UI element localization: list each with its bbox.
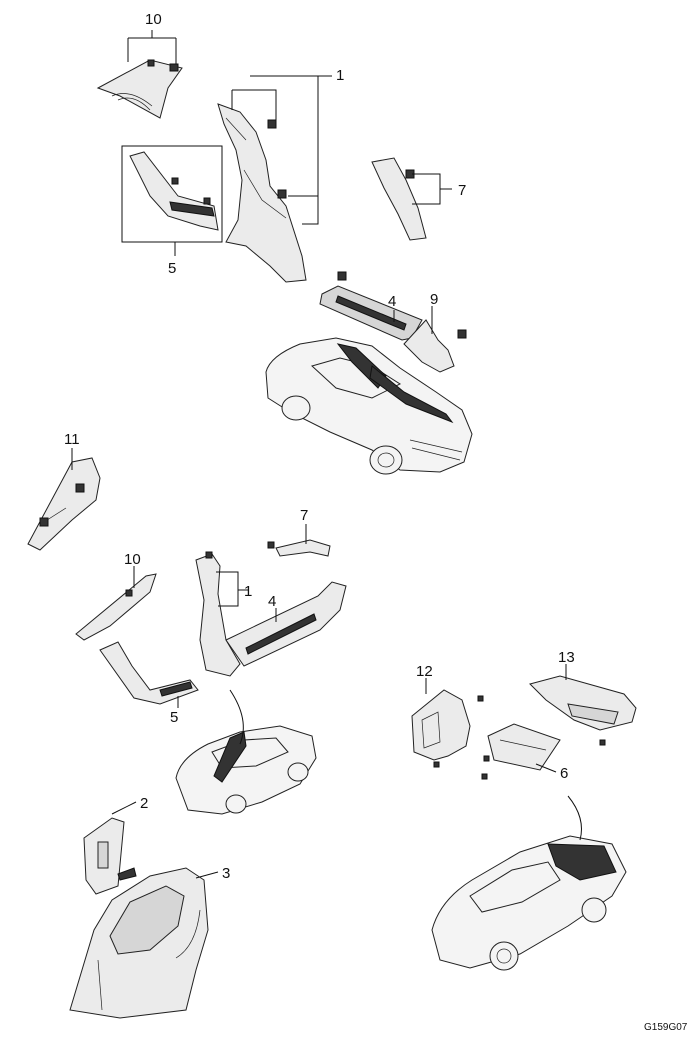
part-6-trunk-floor xyxy=(481,723,561,780)
part-5-mid-scuff xyxy=(99,641,199,705)
part-4-sill-plate xyxy=(319,271,423,341)
callout-10b: 10 xyxy=(124,551,141,568)
callout-1b: 1 xyxy=(244,583,252,600)
part-1-b-pillar-trim xyxy=(217,103,307,283)
leader-3 xyxy=(195,871,219,879)
part-3-quarter-trim xyxy=(69,867,209,1019)
sedan-illustration-top xyxy=(265,337,473,475)
callout-9: 9 xyxy=(430,291,438,308)
part-7-c-pillar-trim xyxy=(371,157,427,241)
leader-1a xyxy=(231,75,332,225)
callout-6: 6 xyxy=(560,765,568,782)
leader-6 xyxy=(535,763,557,773)
part-13-trunk-rear xyxy=(529,675,637,746)
callout-4b: 4 xyxy=(268,593,276,610)
reference-code: G159G07 xyxy=(644,1022,688,1033)
part-11-trim xyxy=(27,457,101,551)
callout-7a: 7 xyxy=(458,182,466,199)
callout-1a: 1 xyxy=(336,67,344,84)
part-9-rear-sill xyxy=(403,319,467,373)
sedan-illustration-trunk xyxy=(431,795,627,971)
callout-4a: 4 xyxy=(388,293,396,310)
leader-7a xyxy=(412,173,452,205)
leader-10a xyxy=(127,30,177,64)
part-10-upper-trim xyxy=(96,59,183,119)
part-1-mid-pillar xyxy=(195,551,241,677)
callout-5a: 5 xyxy=(168,260,176,277)
callout-10a: 10 xyxy=(145,11,162,28)
part-10-mid-trim xyxy=(75,573,157,641)
part-12-trunk-side xyxy=(411,689,484,768)
part-5-boxed-scuff xyxy=(121,145,223,243)
part-4-mid-sill xyxy=(225,581,347,667)
callout-7b: 7 xyxy=(300,507,308,524)
part-2-trim-panel xyxy=(83,817,137,895)
callout-11: 11 xyxy=(64,431,80,448)
leader-2 xyxy=(111,801,137,815)
part-7-mid-trim xyxy=(267,539,331,557)
callout-3: 3 xyxy=(222,865,230,882)
callout-2: 2 xyxy=(140,795,148,812)
leader-1b xyxy=(216,571,248,607)
callout-13: 13 xyxy=(558,649,575,666)
callout-12: 12 xyxy=(416,663,433,680)
hatchback-illustration-mid xyxy=(175,689,317,815)
callout-5b: 5 xyxy=(170,709,178,726)
